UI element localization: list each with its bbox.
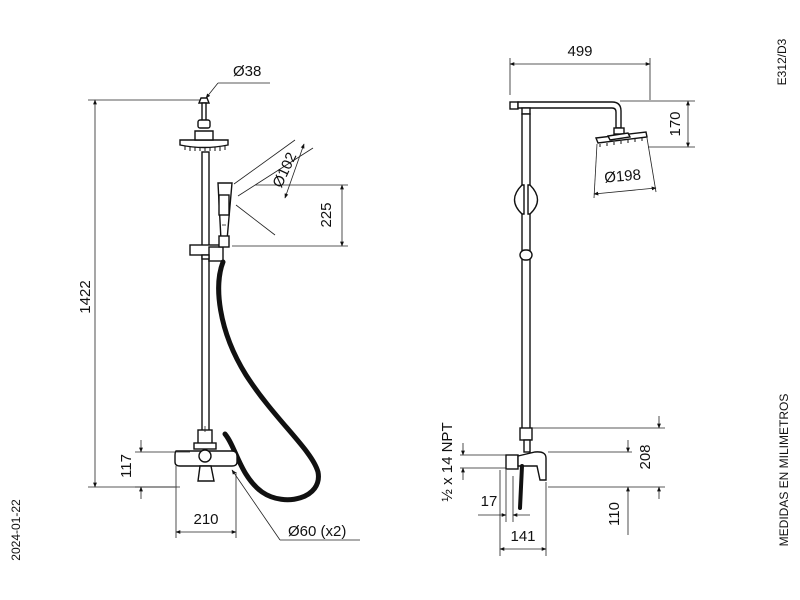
dim-arm-length-label: 499	[567, 43, 592, 60]
dim-thread: ½ x 14 NPT	[439, 422, 506, 502]
side-mixer	[505, 427, 547, 510]
drawing-date: 2024-01-22	[9, 499, 23, 561]
side-riser	[513, 113, 539, 433]
dim-hand-shower-label: Ø102	[269, 150, 300, 190]
dim-projection: 141	[499, 470, 547, 556]
dim-head-connector: Ø38	[205, 63, 270, 99]
shower-arm	[509, 101, 625, 135]
mixer-valve	[174, 426, 238, 482]
dim-head-connector-label: Ø38	[233, 63, 261, 80]
dim-head-diameter-label: Ø198	[604, 166, 642, 186]
dim-wall-gap-label: 17	[481, 493, 498, 510]
dim-mixer-height: 117	[118, 440, 190, 499]
dim-head-diameter: Ø198	[593, 137, 657, 199]
dim-mixer-upper-label: 208	[637, 444, 654, 469]
dim-escutcheons: Ø60 (x2)	[231, 469, 360, 541]
dim-wall-gap: 17	[478, 470, 530, 522]
dim-mixer-width-label: 210	[193, 511, 218, 528]
dim-mixer-upper: 208	[532, 416, 665, 499]
side-shower-head	[595, 131, 648, 147]
dim-hand-shower: Ø102	[233, 139, 314, 199]
dim-escutcheons-label: Ø60 (x2)	[288, 523, 346, 540]
dim-mixer-height-label: 117	[118, 454, 135, 478]
units-note: MEDIDAS EN MILIMETROS	[777, 394, 791, 547]
overhead-shower	[179, 97, 229, 151]
front-view: 1422 Ø38	[77, 63, 360, 541]
drawing-code: E312/D3	[775, 38, 789, 85]
dim-projection-label: 141	[510, 528, 535, 545]
side-view: 499 170	[439, 43, 695, 556]
dim-mixer-lower: 110	[548, 440, 632, 535]
shower-hose	[216, 259, 321, 503]
dim-arm-length: 499	[509, 43, 651, 100]
dim-hand-length: 225	[232, 184, 348, 247]
dim-hand-length-label: 225	[318, 202, 335, 227]
dim-arm-drop-label: 170	[667, 111, 684, 136]
shower-head-nozzles	[184, 146, 226, 151]
dim-mixer-lower-label: 110	[606, 502, 623, 526]
dim-mixer-width: 210	[175, 466, 237, 538]
dim-thread-label: ½ x 14 NPT	[439, 422, 456, 501]
dim-arm-drop: 170	[620, 100, 695, 148]
dim-total-height: 1422	[77, 99, 205, 488]
hand-shower	[217, 182, 233, 248]
dim-total-height-label: 1422	[77, 280, 94, 313]
